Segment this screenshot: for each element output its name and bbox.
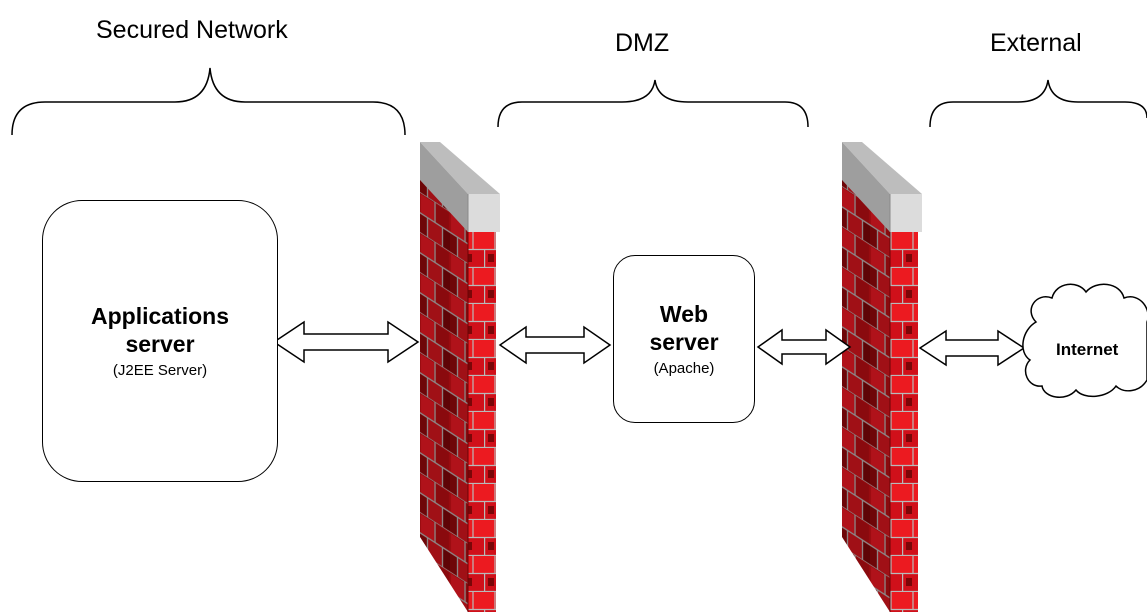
web-server-subtitle: (Apache): [653, 359, 715, 377]
zone-label-dmz: DMZ: [615, 29, 670, 57]
arrow-app-to-firewall-icon: [272, 320, 420, 364]
external-brace: [929, 79, 1147, 128]
secured-network-brace: [11, 67, 406, 136]
firewall-1-icon: [420, 142, 500, 612]
web-server-node: Web server (Apache): [613, 255, 755, 423]
applications-server-subtitle: (J2EE Server): [112, 361, 208, 379]
internet-label: Internet: [1056, 340, 1119, 359]
firewall-2-icon: [842, 142, 922, 612]
applications-server-title: Applications server: [90, 303, 229, 357]
applications-server-node: Applications server (J2EE Server): [42, 200, 278, 482]
internet-cloud-icon: [1022, 283, 1147, 398]
arrow-firewall-to-web-icon: [498, 325, 612, 365]
dmz-brace: [497, 79, 809, 128]
zone-label-external: External: [990, 29, 1082, 57]
arrow-web-to-firewall-icon: [756, 328, 852, 366]
web-server-title: Web server: [649, 301, 719, 355]
arrow-firewall-to-internet-icon: [918, 329, 1026, 367]
zone-label-secured-network: Secured Network: [96, 16, 288, 44]
